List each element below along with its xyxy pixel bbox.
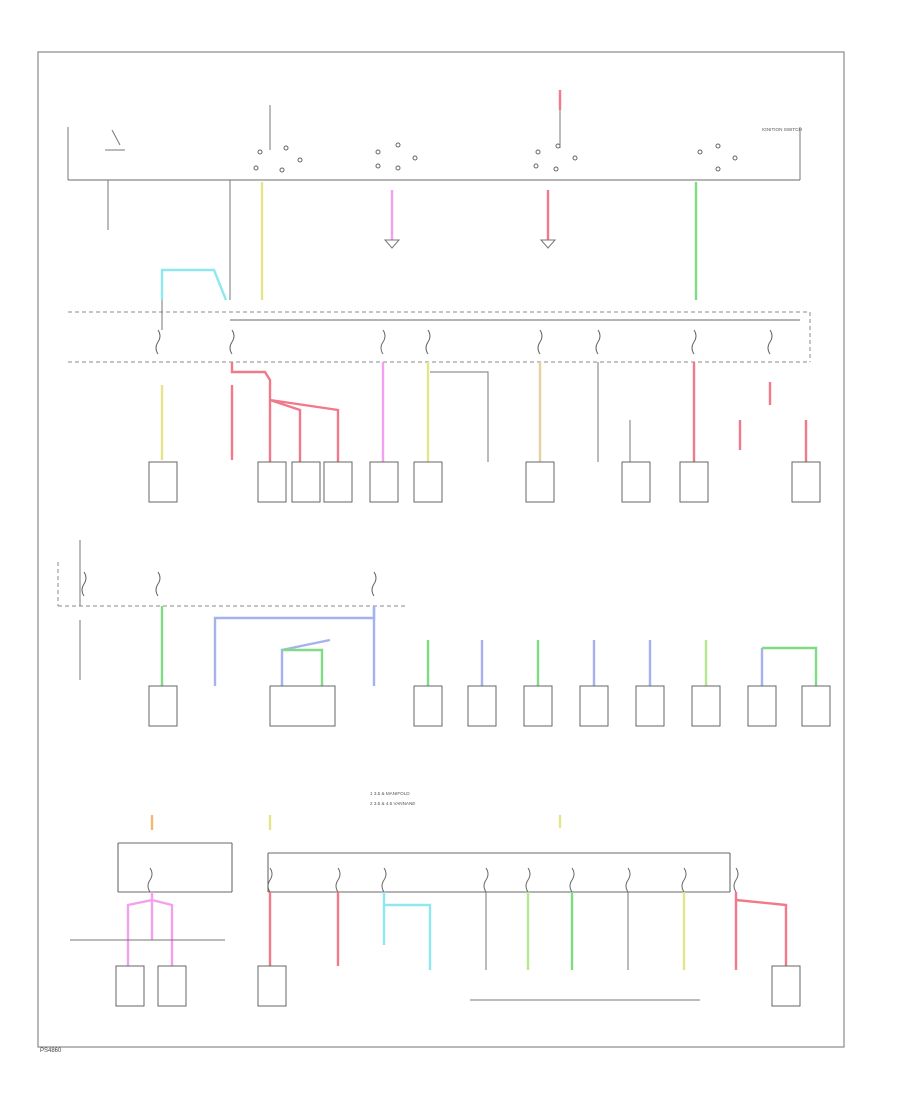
ignition-switch [67, 90, 801, 181]
component-box [679, 461, 709, 503]
component-box [291, 461, 321, 503]
component-box [523, 685, 553, 727]
ignition-switch-cluster-2 [375, 142, 418, 171]
component-box [323, 461, 353, 503]
ignition-switch-cluster-3 [533, 90, 578, 172]
component-box [771, 965, 801, 1007]
component-box [525, 461, 555, 503]
component-box [148, 461, 178, 503]
legend-line-1: 1 3.5 & MANIFOLD [370, 791, 410, 796]
component-box [635, 685, 665, 727]
ignition-switch-cluster-1 [253, 105, 303, 173]
component-row-1 [148, 461, 821, 503]
component-box [148, 685, 178, 727]
component-box [115, 965, 145, 1007]
fuse-panel-3 [117, 842, 739, 893]
component-box [579, 685, 609, 727]
component-box [621, 461, 651, 503]
component-box [157, 965, 187, 1007]
component-box [369, 461, 399, 503]
component-row-3 [115, 965, 801, 1007]
component-box [413, 461, 443, 503]
ignition-switch-label: IGNITION SWITCH [762, 127, 802, 132]
diagram-frame [37, 51, 845, 1048]
legend-line-2: 2 3.5 & 4.6 VANNANE [370, 801, 415, 806]
component-row-2 [148, 685, 831, 727]
figure-reference: PS4860 [40, 1048, 62, 1054]
fuse-panel-1 [68, 268, 811, 363]
ignition-switch-cluster-4 [697, 143, 738, 172]
component-box [691, 685, 721, 727]
component-box [801, 685, 831, 727]
fuse-row-1 [155, 329, 773, 355]
component-box [257, 461, 287, 503]
component-box [791, 461, 821, 503]
component-box [413, 685, 443, 727]
component-box [467, 685, 497, 727]
component-box [257, 965, 287, 1007]
component-box [747, 685, 777, 727]
fuse-panel-2 [57, 540, 405, 680]
component-box [269, 685, 336, 727]
